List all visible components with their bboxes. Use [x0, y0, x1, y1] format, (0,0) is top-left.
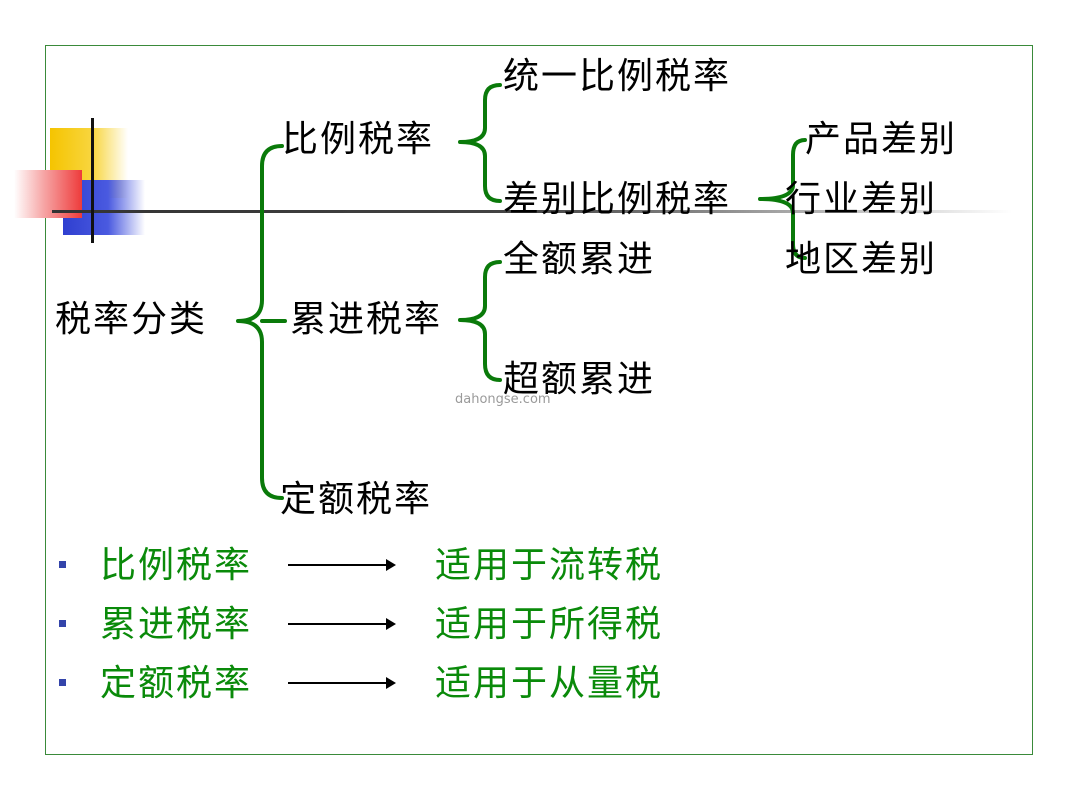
decor-vertical-line — [91, 118, 94, 243]
rule-row: 比例税率 适用于流转税 — [55, 542, 755, 590]
arrow-right-icon — [288, 677, 396, 689]
watermark: dahongse.com — [455, 392, 551, 407]
rule-tax-type: 定额税率 — [100, 663, 253, 704]
node-industry-differential: 行业差别 — [785, 179, 938, 220]
slide-frame — [45, 45, 1033, 755]
arrow-right-icon — [288, 618, 396, 630]
node-full-progressive: 全额累进 — [503, 239, 656, 280]
node-excess-progressive: 超额累进 — [503, 359, 656, 400]
node-region-differential: 地区差别 — [785, 239, 938, 280]
root-node: 税率分类 — [55, 299, 208, 340]
rule-applies: 适用于流转税 — [435, 545, 664, 586]
bracket-progressive — [458, 260, 502, 382]
rule-tax-type: 累进税率 — [100, 604, 253, 645]
node-progressive-rate: 累进税率 — [290, 299, 443, 340]
bullet-icon — [59, 561, 66, 568]
bracket-proportional — [458, 83, 502, 203]
rule-tax-type: 比例税率 — [100, 545, 253, 586]
bullet-icon — [59, 620, 66, 627]
rule-row: 累进税率 适用于所得税 — [55, 601, 755, 649]
bracket-differential — [758, 138, 807, 260]
node-fixed-amount-rate: 定额税率 — [280, 479, 433, 520]
bracket-root — [236, 144, 287, 500]
rule-row: 定额税率 适用于从量税 — [55, 660, 755, 708]
rule-applies: 适用于所得税 — [435, 604, 664, 645]
rule-applies: 适用于从量税 — [435, 663, 664, 704]
node-differential-proportional: 差别比例税率 — [503, 179, 732, 220]
node-product-differential: 产品差别 — [805, 119, 958, 160]
decor-horizontal-line — [52, 210, 1012, 213]
bullet-icon — [59, 679, 66, 686]
node-uniform-proportional: 统一比例税率 — [503, 56, 732, 97]
arrow-right-icon — [288, 559, 396, 571]
node-proportional-rate: 比例税率 — [282, 119, 435, 160]
